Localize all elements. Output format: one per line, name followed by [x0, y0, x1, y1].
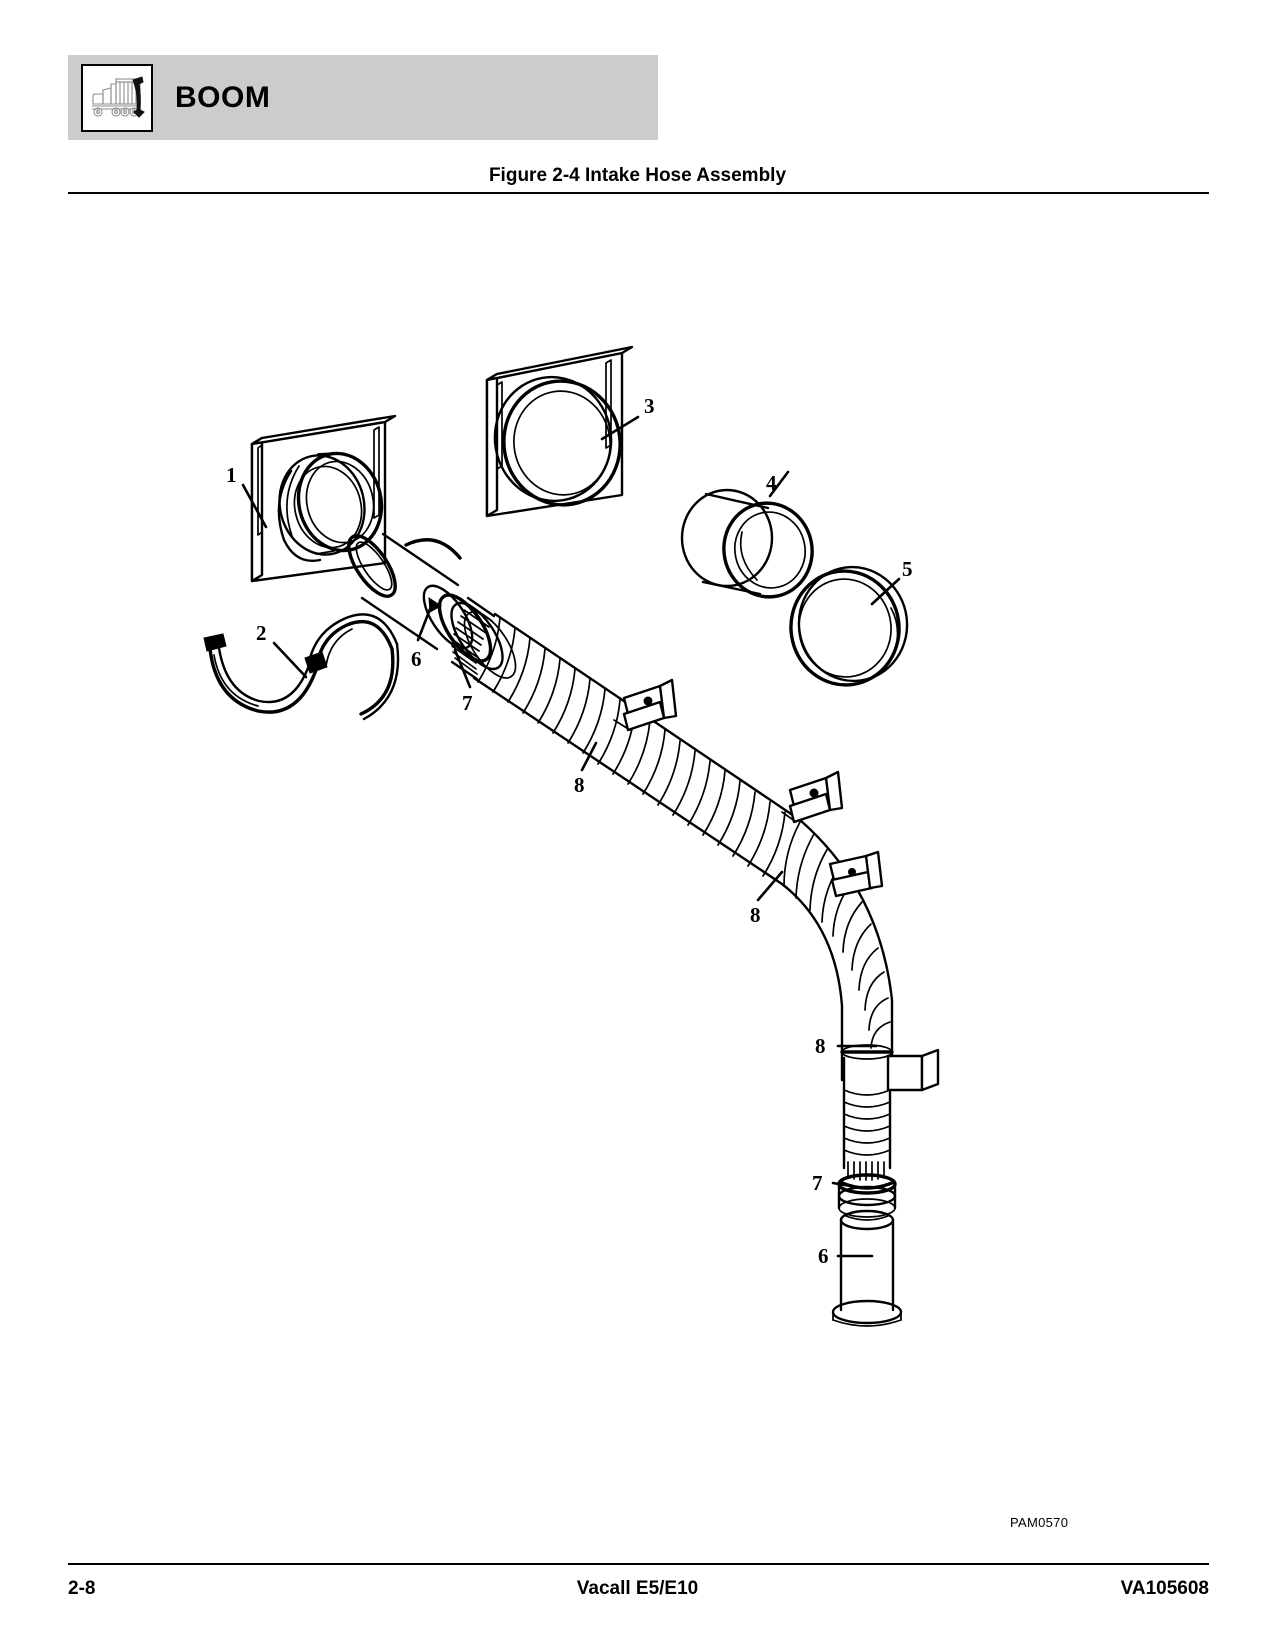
- callout-3: 3: [600, 394, 655, 441]
- part-8-corrugated-hose-upper: [472, 612, 844, 886]
- part-6-intake-tube-upper: [347, 532, 474, 651]
- part-1-mounting-plate: [250, 414, 397, 583]
- callout-4: 4: [766, 470, 790, 498]
- page-title: BOOM: [175, 81, 271, 114]
- part-4-tube-sleeve: [680, 488, 814, 599]
- callout-8-a: 8: [574, 741, 598, 797]
- figure-title: Figure 2-4 Intake Hose Assembly: [488, 165, 787, 186]
- callout-number-4: 4: [766, 471, 777, 495]
- callout-number-8-c: 8: [815, 1034, 826, 1058]
- callout-number-5: 5: [902, 557, 913, 581]
- callout-number-6-lower: 6: [818, 1244, 829, 1268]
- callout-7-upper: 7: [453, 648, 473, 715]
- callout-number-8-b: 8: [750, 903, 761, 927]
- drawing-reference-code: PAM0570: [1010, 1515, 1069, 1530]
- part-8-corrugated-hose-elbow: [780, 818, 894, 1049]
- part-8-corrugated-hose-lower: [840, 1038, 940, 1181]
- part-6-intake-tube-lower: [831, 1209, 903, 1327]
- exploded-parts-diagram: .ln { fill:none; stroke:#000; stroke-wid…: [0, 200, 1275, 1460]
- footer-divider: [68, 1563, 1209, 1565]
- hose-support-bracket-2: [781, 770, 844, 824]
- callout-number-7-upper: 7: [462, 691, 473, 715]
- callout-1: 1: [226, 463, 268, 529]
- callout-2: 2: [256, 621, 308, 679]
- callout-6-lower: 6: [818, 1244, 874, 1268]
- callout-number-6-upper: 6: [411, 647, 422, 671]
- callout-number-7-lower: 7: [812, 1171, 823, 1195]
- callout-5: 5: [870, 557, 913, 606]
- callout-8-b: 8: [750, 870, 784, 927]
- footer-model-name: Vacall E5/E10: [576, 1578, 699, 1599]
- callout-8-c: 8: [815, 1034, 878, 1058]
- part-5-gasket-ring: [789, 565, 909, 687]
- callout-number-1: 1: [226, 463, 237, 487]
- hose-end-bracket: [886, 1048, 940, 1092]
- section-header-banner: [68, 55, 658, 140]
- part-7-coupling-collar-lower: [837, 1173, 897, 1218]
- vacuum-truck-boom-icon: [81, 64, 153, 132]
- hose-support-bracket-1: [613, 678, 678, 732]
- callout-6-upper: 6: [411, 597, 442, 671]
- part-3-mounting-plate-gasket: [485, 345, 634, 518]
- callout-7-lower: 7: [812, 1171, 864, 1195]
- callout-number-3: 3: [644, 394, 655, 418]
- callout-number-2: 2: [256, 621, 267, 645]
- part-7-coupling-collar-upper: [437, 593, 517, 681]
- footer-page-number: 2-8: [68, 1578, 96, 1599]
- hose-support-bracket-3: [828, 850, 884, 898]
- footer-document-number: VA105608: [1120, 1578, 1209, 1599]
- part-2-v-band-clamp: [203, 613, 400, 721]
- title-divider: [68, 192, 1209, 194]
- callout-number-8-a: 8: [574, 773, 585, 797]
